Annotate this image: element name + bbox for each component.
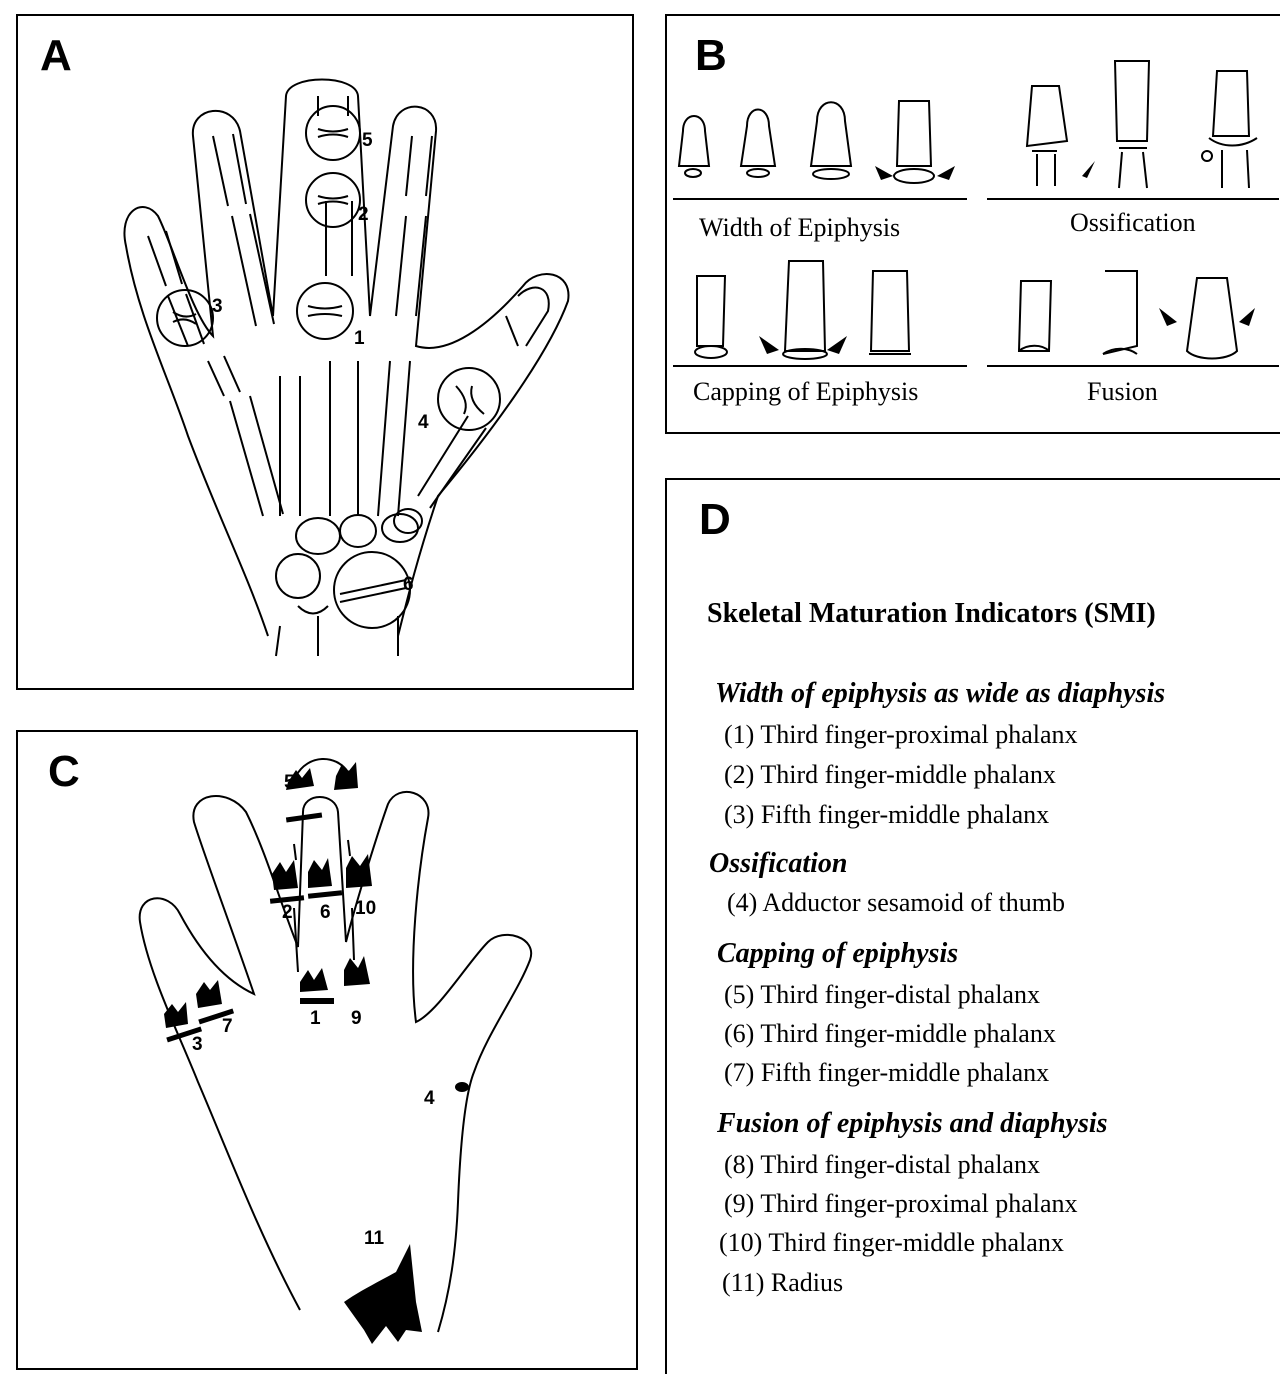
circle-label-2: 2 (358, 204, 369, 225)
smi-item-10: (10) Third finger-middle phalanx (719, 1228, 1064, 1258)
caption-width-of-epiphysis: Width of Epiphysis (699, 213, 900, 242)
indicator-label-5: 5 (284, 772, 295, 793)
indicator-circle-5 (306, 106, 360, 160)
hand-outline (124, 80, 568, 637)
circle-label-4: 4 (418, 412, 429, 433)
indicator-label-9: 9 (351, 1008, 362, 1029)
panel-d-letter: D (699, 498, 731, 542)
indicator-label-8: 8 (343, 768, 354, 789)
indicator-label-6: 6 (320, 902, 331, 923)
radius-indicator (344, 1244, 422, 1344)
hand-outline-indicators: 5 8 2 6 10 3 7 1 9 4 11 (18, 732, 640, 1372)
smi-category-capping: Capping of epiphysis (717, 938, 958, 970)
hand-outline (140, 792, 532, 1332)
caption-ossification: Ossification (1070, 208, 1196, 237)
smi-item-6: (6) Third finger-middle phalanx (724, 1019, 1056, 1049)
caption-capping-of-epiphysis: Capping of Epiphysis (693, 377, 918, 406)
smi-category-width: Width of epiphysis as wide as diaphysis (715, 678, 1165, 710)
circle-label-5: 5 (362, 130, 373, 151)
hand-skeleton-illustration: 5 2 3 1 4 6 (18, 16, 636, 692)
smi-item-1: (1) Third finger-proximal phalanx (724, 720, 1078, 750)
smi-item-5: (5) Third finger-distal phalanx (724, 980, 1040, 1010)
indicator-label-1: 1 (310, 1008, 321, 1029)
caption-fusion: Fusion (1087, 377, 1158, 406)
circle-label-1: 1 (354, 328, 365, 349)
smi-item-3: (3) Fifth finger-middle phalanx (724, 800, 1049, 830)
smi-title: Skeletal Maturation Indicators (SMI) (707, 598, 1156, 630)
smi-item-4: (4) Adductor sesamoid of thumb (727, 888, 1065, 918)
circle-label-3: 3 (212, 296, 223, 317)
panel-c: C 5 8 2 (16, 730, 638, 1370)
panel-d: D Skeletal Maturation Indicators (SMI) W… (665, 478, 1280, 1374)
panel-a: A (16, 14, 634, 690)
smi-item-2: (2) Third finger-middle phalanx (724, 760, 1056, 790)
indicator-circle-4 (438, 368, 500, 430)
circle-label-6: 6 (403, 574, 414, 595)
indicator-label-3: 3 (192, 1034, 203, 1055)
smi-item-11: (11) Radius (722, 1268, 843, 1298)
smi-item-8: (8) Third finger-distal phalanx (724, 1150, 1040, 1180)
panel-b: B (665, 14, 1280, 434)
indicator-circle-2 (306, 173, 360, 227)
smi-item-9: (9) Third finger-proximal phalanx (724, 1189, 1078, 1219)
smi-category-ossification: Ossification (709, 848, 847, 880)
smi-category-fusion: Fusion of epiphysis and diaphysis (717, 1108, 1108, 1140)
indicator-label-11: 11 (364, 1228, 385, 1249)
epiphysis-stage-illustrations: Width of Epiphysis Ossification Capping … (667, 16, 1280, 436)
indicator-label-2: 2 (282, 902, 293, 923)
indicator-circle-1 (297, 283, 353, 339)
indicator-label-4: 4 (424, 1088, 435, 1109)
indicator-label-7: 7 (222, 1016, 233, 1037)
smi-item-7: (7) Fifth finger-middle phalanx (724, 1058, 1049, 1088)
indicator-label-10: 10 (355, 898, 376, 919)
